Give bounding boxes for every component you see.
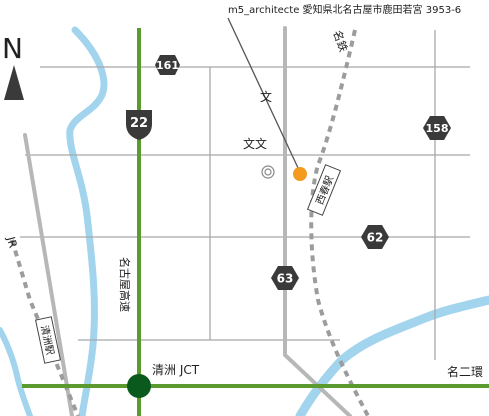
address-text: m5_architecte 愛知県北名古屋市鹿田若宮 3953-6	[228, 3, 461, 16]
route-63-shield: 63	[271, 266, 299, 290]
river-upper-left	[66, 26, 108, 416]
svg-text:22: 22	[130, 116, 148, 131]
route-158-shield: 158	[423, 116, 451, 140]
svg-text:161: 161	[156, 59, 179, 72]
nagoya-expressway-label: 名古屋高速	[118, 257, 132, 312]
road-jr-line	[23, 133, 74, 416]
north-label: N	[2, 32, 23, 65]
kiyosu-jct-label: 清洲 JCT	[152, 363, 200, 377]
meitetsu-line	[309, 29, 370, 416]
route-22-shield: 22	[126, 110, 152, 140]
school-label-2: 文文	[243, 136, 267, 151]
route-161-shield: 161	[155, 55, 180, 75]
svg-text:62: 62	[367, 231, 384, 245]
road-63	[283, 26, 352, 416]
route-62-shield: 62	[361, 225, 389, 249]
north-arrow-icon	[4, 65, 24, 100]
street-grid	[20, 30, 470, 360]
svg-text:158: 158	[426, 122, 449, 135]
north-arrow: N	[2, 32, 24, 100]
address-leader-line	[227, 17, 300, 171]
kiyosu-station-label: 清洲駅	[35, 316, 61, 364]
school-label-1: 文	[260, 89, 272, 104]
kiyosu-jct-marker	[127, 374, 151, 398]
river-left-edge	[0, 327, 33, 416]
expressways	[22, 28, 489, 416]
location-marker-icon[interactable]	[293, 167, 307, 181]
jr-label: JR	[4, 234, 20, 249]
svg-text:63: 63	[277, 272, 294, 286]
major-roads	[23, 26, 352, 416]
meiji-kanjo-label: 名二環	[447, 364, 483, 379]
landmark-icon	[261, 165, 275, 179]
nishiharu-station-label: 西春駅	[306, 164, 342, 216]
